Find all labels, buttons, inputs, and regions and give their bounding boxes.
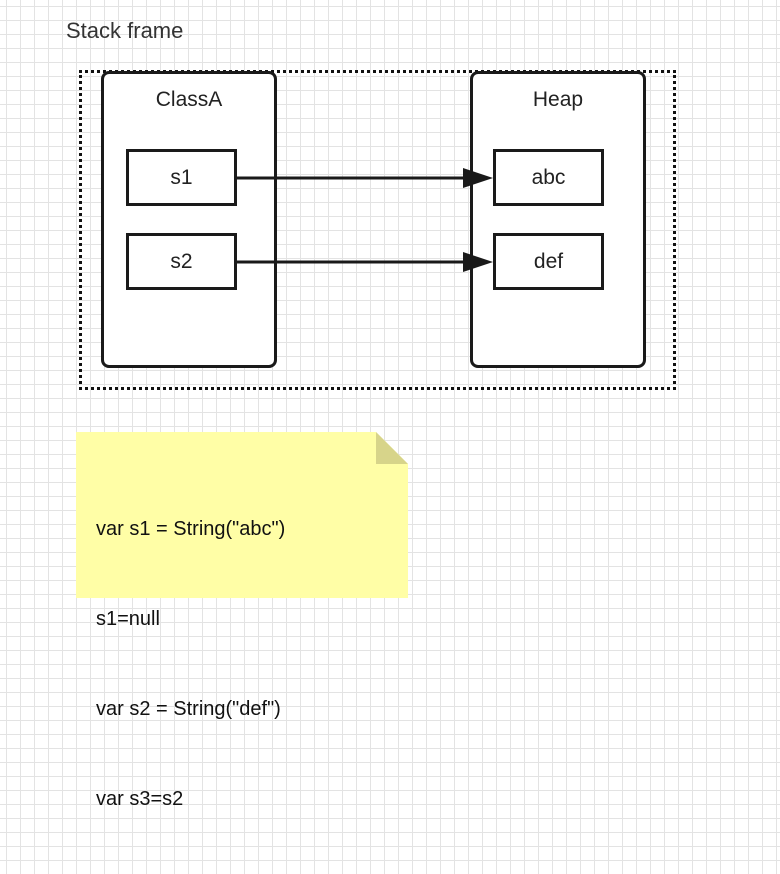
variable-s2-box: s2 [126,233,237,290]
heap-abc-box: abc [493,149,604,206]
classa-panel: ClassA [101,71,277,368]
heap-title: Heap [532,88,584,111]
variable-s1-box: s1 [126,149,237,206]
arrowhead-abc [463,168,493,188]
classa-title: ClassA [155,88,223,111]
note-line: var s2 = String("def") [96,698,281,720]
note-shape [76,432,408,598]
heap-panel: Heap [470,71,646,368]
heap-def-box: def [493,233,604,290]
note-body [76,432,408,598]
arrows-layer [237,168,493,272]
arrowhead-def [463,252,493,272]
sticky-note: var s1 = String("abc") s1=null var s2 = … [76,432,408,810]
note-line: var s3=s2 [96,788,184,810]
stack-frame-title: Stack frame [66,18,184,43]
note-fold-corner [376,432,408,464]
note-line: var s1 = String("abc") [96,518,286,540]
diagram-canvas: Stack frame ClassA Heap s1 s2 abc def va… [66,18,676,810]
note-line: s1=null [96,608,160,630]
note-code-text: var s1 = String("abc") s1=null var s2 = … [96,454,285,874]
stack-frame-boundary [79,70,676,390]
